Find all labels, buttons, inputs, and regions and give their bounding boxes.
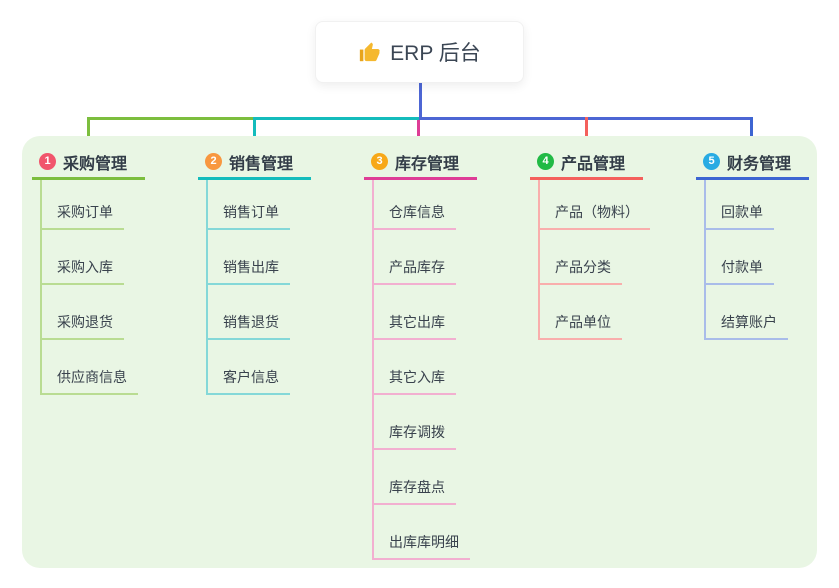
- child-node[interactable]: 产品库存: [372, 251, 456, 285]
- root-label: ERP 后台: [390, 42, 481, 65]
- branch-title-label: 财务管理: [727, 155, 792, 173]
- branch-title-node[interactable]: 1 采购管理: [32, 146, 145, 180]
- child-node[interactable]: 产品（物料）: [538, 196, 650, 230]
- child-node[interactable]: 采购订单: [40, 196, 124, 230]
- child-node[interactable]: 回款单: [704, 196, 774, 230]
- branch-number-badge: 2: [205, 153, 222, 170]
- branch-title-node[interactable]: 3 库存管理: [364, 146, 477, 180]
- branch-sales: 2 销售管理 销售订单 销售出库 销售退货 客户信息: [198, 136, 358, 568]
- child-node[interactable]: 销售退货: [206, 306, 290, 340]
- child-node[interactable]: 销售出库: [206, 251, 290, 285]
- branch-number-badge: 4: [537, 153, 554, 170]
- connector-root-drop: [419, 83, 422, 120]
- connector-drop-finance: [750, 117, 753, 144]
- child-node[interactable]: 库存盘点: [372, 471, 456, 505]
- connector-drop-purchase: [87, 117, 90, 144]
- branch-connector-line: [206, 180, 208, 395]
- child-node[interactable]: 付款单: [704, 251, 774, 285]
- child-node[interactable]: 其它出库: [372, 306, 456, 340]
- branch-number-badge: 3: [371, 153, 388, 170]
- child-node[interactable]: 销售订单: [206, 196, 290, 230]
- branch-connector-line: [40, 180, 42, 395]
- connector-drop-product: [585, 117, 588, 144]
- branch-purchase: 1 采购管理 采购订单 采购入库 采购退货 供应商信息: [32, 136, 192, 568]
- connector-drop-inventory: [417, 117, 420, 144]
- branch-number-badge: 1: [39, 153, 56, 170]
- branch-title-label: 产品管理: [561, 155, 626, 173]
- child-node[interactable]: 供应商信息: [40, 361, 138, 395]
- root-node[interactable]: ERP 后台: [315, 21, 524, 83]
- branch-title-label: 销售管理: [229, 155, 294, 173]
- child-node[interactable]: 采购退货: [40, 306, 124, 340]
- child-node[interactable]: 采购入库: [40, 251, 124, 285]
- branch-connector-line: [372, 180, 374, 560]
- connector-drop-sales: [253, 117, 256, 144]
- connector-horizontal-sales: [253, 117, 421, 120]
- branch-number-badge: 5: [703, 153, 720, 170]
- child-node[interactable]: 产品单位: [538, 306, 622, 340]
- child-node[interactable]: 其它入库: [372, 361, 456, 395]
- child-node[interactable]: 产品分类: [538, 251, 622, 285]
- thumbs-up-icon: [360, 42, 380, 61]
- branch-title-node[interactable]: 5 财务管理: [696, 146, 809, 180]
- child-node[interactable]: 结算账户: [704, 306, 788, 340]
- branch-title-node[interactable]: 2 销售管理: [198, 146, 311, 180]
- branch-inventory: 3 库存管理 仓库信息 产品库存 其它出库 其它入库 库存调拨 库存盘点 出库库…: [364, 136, 524, 568]
- branch-product: 4 产品管理 产品（物料） 产品分类 产品单位: [530, 136, 690, 568]
- branch-title-label: 库存管理: [395, 155, 460, 173]
- child-node[interactable]: 仓库信息: [372, 196, 456, 230]
- branch-title-label: 采购管理: [63, 155, 128, 173]
- branch-title-node[interactable]: 4 产品管理: [530, 146, 643, 180]
- branch-connector-line: [538, 180, 540, 340]
- child-node[interactable]: 库存调拨: [372, 416, 456, 450]
- child-node[interactable]: 客户信息: [206, 361, 290, 395]
- branch-connector-line: [704, 180, 706, 340]
- branch-finance: 5 财务管理 回款单 付款单 结算账户: [696, 136, 839, 568]
- child-node[interactable]: 出库库明细: [372, 526, 470, 560]
- branches-panel: [22, 136, 817, 568]
- connector-horizontal-purchase: [87, 117, 253, 120]
